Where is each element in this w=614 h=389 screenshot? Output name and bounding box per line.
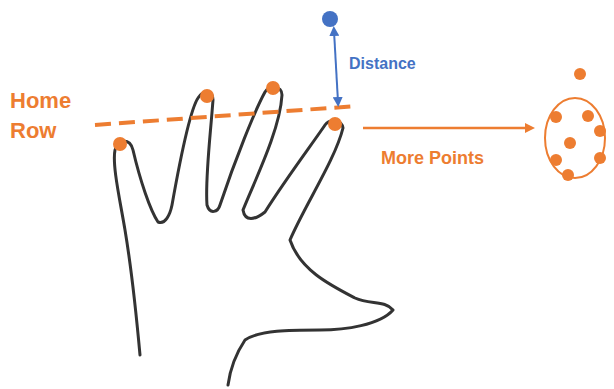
query-point [322, 11, 338, 27]
cluster-points [550, 68, 606, 181]
point-cluster [545, 98, 605, 178]
home-row-label: Home Row [10, 86, 100, 146]
more-points-arrow [363, 127, 530, 130]
distance-label: Distance [349, 54, 416, 74]
fingertip-point [266, 81, 280, 95]
distance-arrow [334, 31, 338, 102]
home-row-line [95, 106, 357, 125]
fingertip-point [200, 89, 214, 103]
hand-outline [114, 87, 393, 385]
fingertip-point [328, 117, 342, 131]
more-points-label: More Points [381, 147, 484, 169]
fingertip-point [113, 137, 127, 151]
